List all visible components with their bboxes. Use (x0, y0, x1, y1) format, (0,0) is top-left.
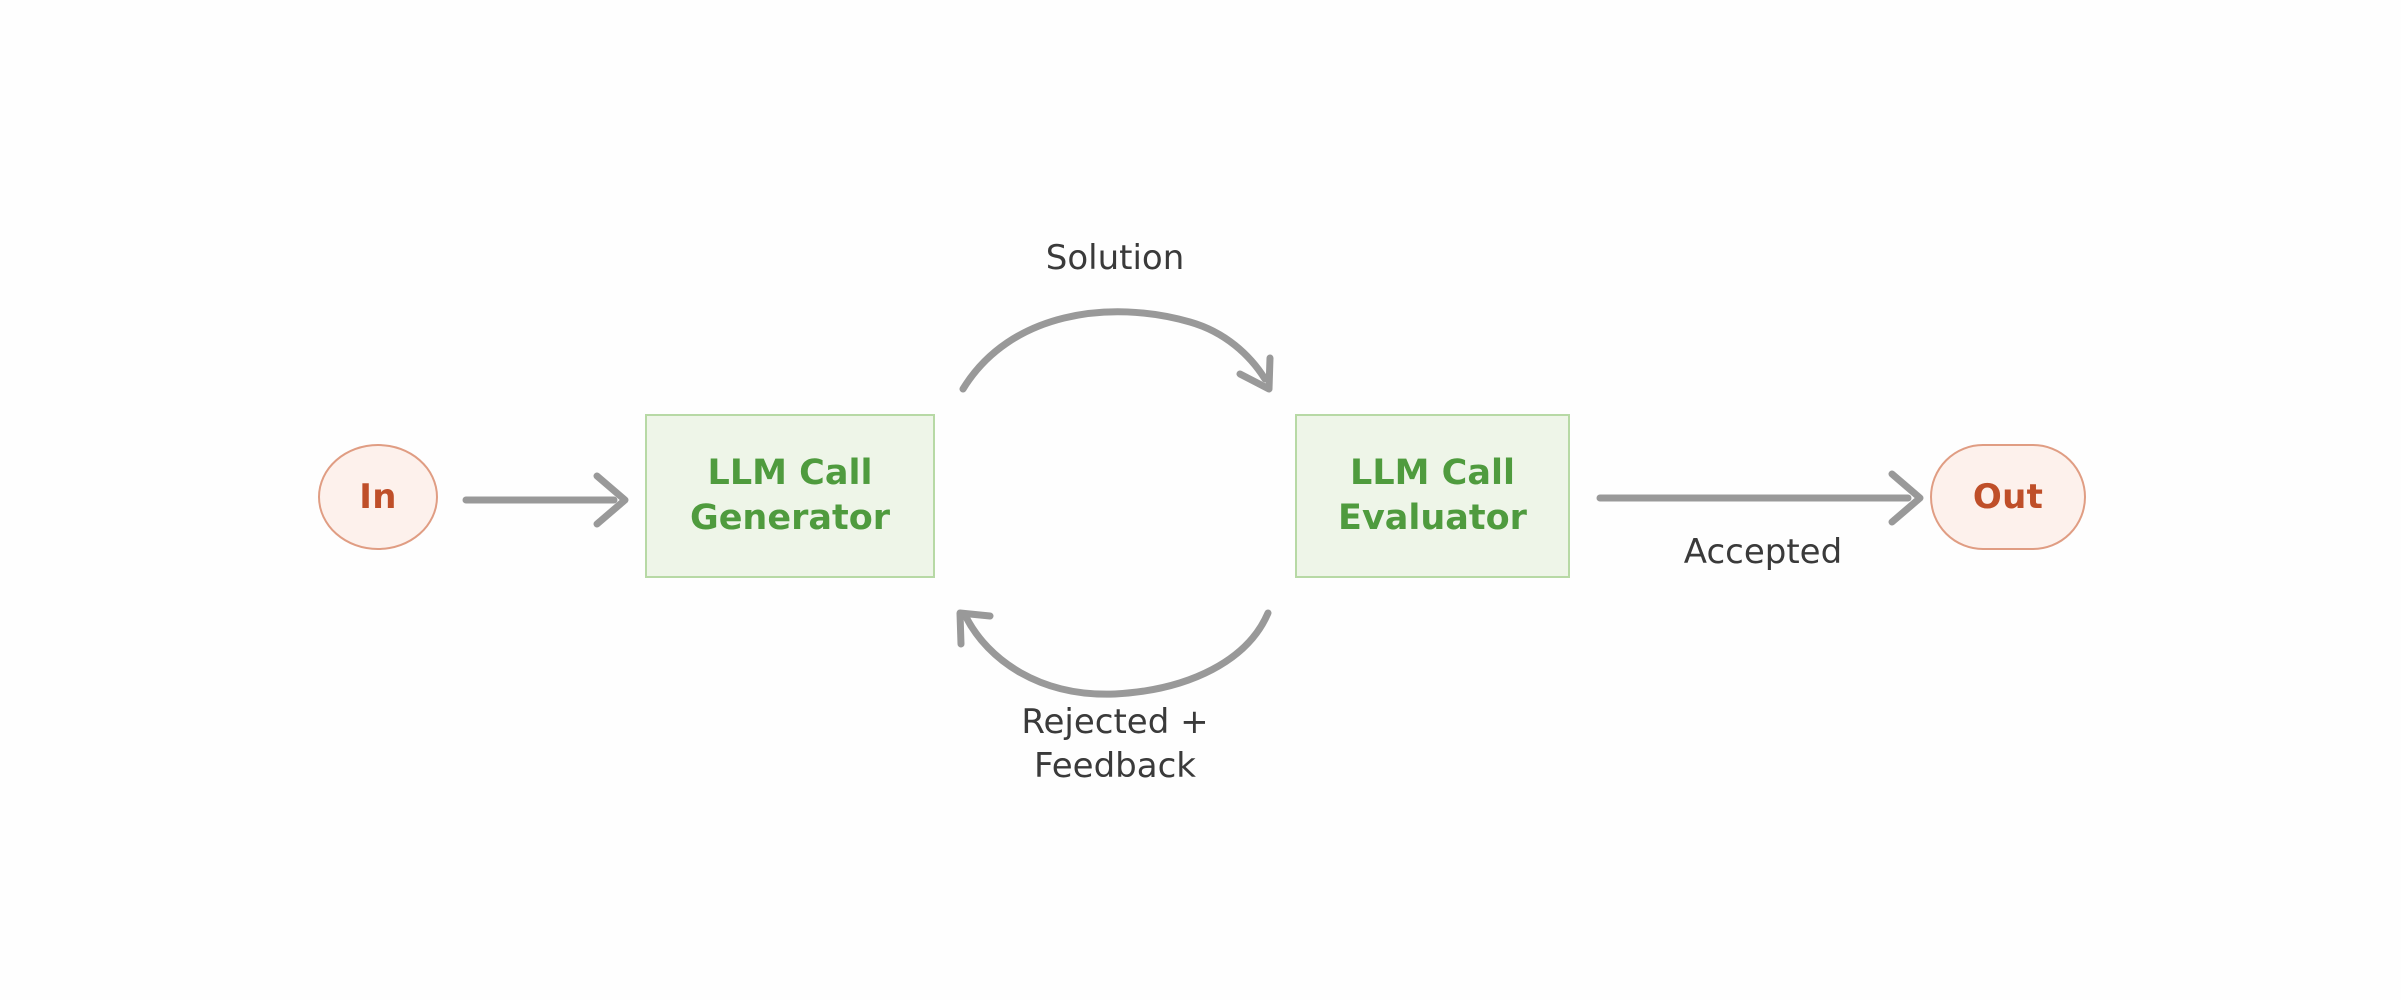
edge-in-to-generator (462, 472, 629, 528)
node-generator-label-line1: LLM Call (707, 452, 873, 493)
node-generator-label-line2: Generator (689, 498, 891, 538)
node-in[interactable]: In (318, 444, 438, 550)
node-llm-call-generator[interactable]: LLM Call Generator (645, 414, 935, 578)
node-generator-label: LLM Call Generator (690, 451, 890, 542)
edge-generator-to-evaluator (959, 308, 1274, 393)
node-evaluator-label-line1: LLM Call (1350, 452, 1515, 493)
node-out-label: Out (1972, 477, 2044, 517)
edge-label-solution: Solution (1045, 238, 1185, 278)
node-evaluator-label-line2: Evaluator (1338, 498, 1527, 538)
edge-label-rejected-feedback: Rejected + Feedback (903, 700, 1327, 788)
node-in-label: In (359, 477, 397, 517)
edge-evaluator-to-generator (956, 609, 1272, 698)
edge-label-rejected-line2: Feedback (1034, 746, 1196, 787)
node-out[interactable]: Out (1930, 444, 2086, 550)
edge-label-accepted: Accepted (1683, 532, 1843, 572)
edge-evaluator-to-out (1596, 470, 1924, 526)
edge-label-rejected-line1: Rejected + (1021, 702, 1209, 742)
node-llm-call-evaluator[interactable]: LLM Call Evaluator (1295, 414, 1570, 578)
node-evaluator-label: LLM Call Evaluator (1338, 451, 1527, 542)
